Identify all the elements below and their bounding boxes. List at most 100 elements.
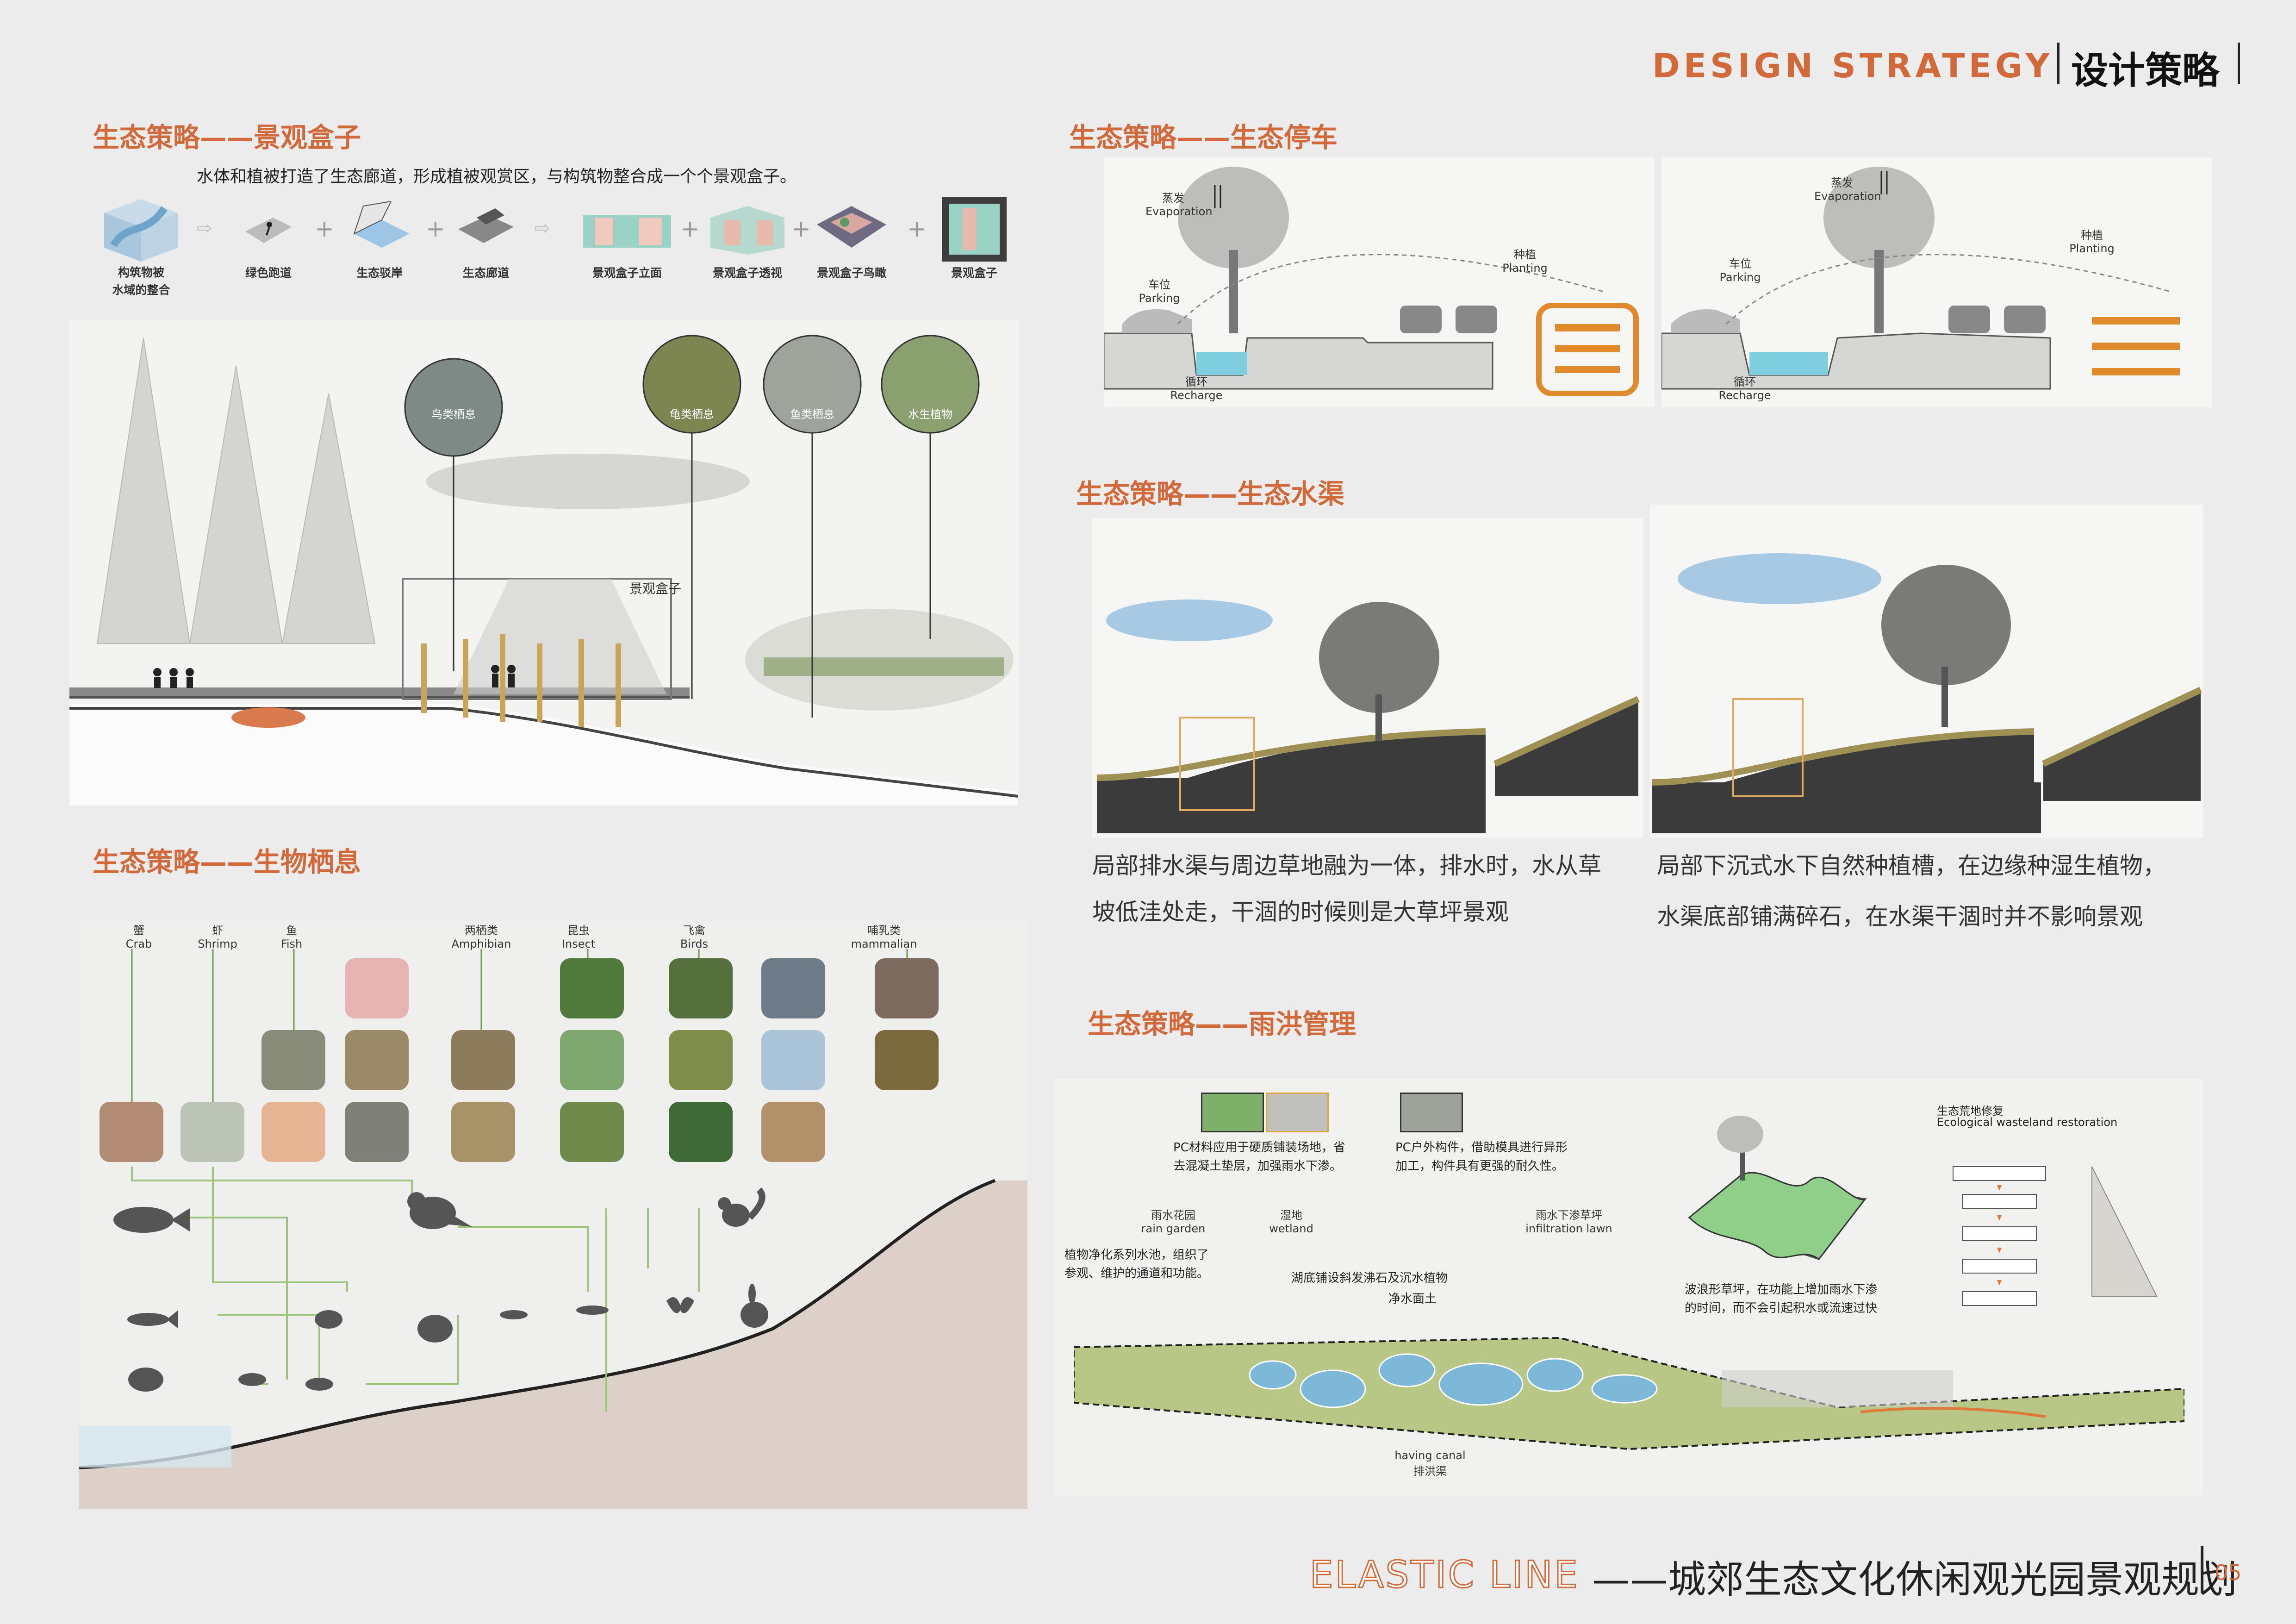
step-label-7: 景观盒子鸟瞰 [816, 266, 886, 280]
photo-fish-1 [261, 1030, 325, 1090]
pc-outdoor-text-2: 加工，构件具有更强的耐久性。 [1395, 1159, 1564, 1173]
circle-label-bird: 鸟类栖息 [431, 408, 476, 421]
step-label-3: 生态驳岸 [356, 266, 403, 280]
arrow-icon: ⇨ [197, 218, 212, 239]
footer-subtitle: ——城郊生态文化休闲观光园景观规划 [1592, 1558, 2238, 1602]
footer-page-number: 05 [2215, 1560, 2242, 1585]
parking-right-svg [1661, 167, 2180, 390]
photo-fish-red [345, 958, 409, 1018]
photo-insect-butterfly [560, 1030, 624, 1090]
photo-amphibian-toad [451, 1030, 515, 1090]
box-aerial-icon [817, 206, 886, 248]
eco-restore-cn: 生态荒地修复 [1937, 1105, 2004, 1118]
wave-lawn-text-2: 的时间，而不会引起积水或流速过快 [1685, 1301, 1878, 1315]
photo-insect-dragonfly [560, 958, 624, 1018]
pc-material-tile-1 [1201, 1093, 1264, 1132]
photo-bird-egret [761, 1102, 825, 1162]
header-divider-left [2057, 43, 2060, 84]
photo-bird-blackbird [669, 1030, 733, 1090]
eco-restore-en: Ecological wasteland restoration [1937, 1116, 2118, 1129]
header-divider-right [2238, 43, 2240, 84]
pc-outdoor-text-1: PC户外构件，借助模具进行异形 [1395, 1141, 1568, 1155]
plus-icon: + [680, 215, 700, 242]
photo-mammal-otter [875, 958, 939, 1018]
canal-section-right [1650, 505, 2203, 838]
eco-revetment-icon [353, 201, 410, 248]
arrow-icon: ⇨ [535, 218, 550, 239]
step-label-1: 构筑物被 水域的整合 [112, 266, 170, 297]
stormwater-title: 生态策略——雨洪管理 [1088, 1008, 1356, 1040]
step-label-6: 景观盒子透视 [712, 266, 782, 280]
photo-insect-fly [560, 1102, 624, 1162]
plus-icon: + [426, 215, 445, 242]
stormwater-plan-svg [1074, 1337, 2184, 1450]
landscape-box-section-label: 景观盒子 [629, 581, 682, 596]
plus-icon: + [907, 215, 927, 242]
photo-bird-kingfisher [669, 958, 733, 1018]
plus-icon: + [315, 215, 334, 242]
box-perspective-icon [710, 206, 784, 255]
photo-fish-2 [345, 1030, 409, 1090]
parking-title: 生态策略——生态停车 [1069, 122, 1338, 153]
canal-left-desc-line1: 局部排水渠与周边草地融为一体，排水时，水从草 [1092, 852, 1601, 879]
landscape-box-intro: 水体和植被打造了生态廊道，形成植被观赏区，与构筑物整合成一个个景观盒子。 [197, 167, 797, 186]
purify-soil-text: 净水面土 [1388, 1292, 1437, 1306]
landscape-section-drawing: 鸟类栖息 龟类栖息 鱼类栖息 水生植物 景观盒子 [69, 319, 1018, 806]
plant-purify-text-1: 植物净化系列水池，组织了 [1064, 1248, 1209, 1262]
photo-fish-3 [345, 1102, 409, 1162]
canal-title: 生态策略——生态水渠 [1076, 478, 1345, 510]
lake-bottom-text: 湖底铺设斜发沸石及沉水植物 [1291, 1271, 1448, 1285]
photo-flatfish [261, 1102, 325, 1162]
plus-icon: + [791, 215, 811, 242]
process-steps-row: 构筑物被 水域的整合 ⇨ 绿色跑道 + 生态驳岸 + 生态廊道 ⇨ 景观盒子立面… [93, 194, 1014, 301]
photo-bird-heron [761, 1030, 825, 1090]
pc-material-tile-2 [1266, 1093, 1329, 1132]
footer-elastic-line: ELASTIC LINE [1309, 1553, 1580, 1597]
wave-lawn-svg [1687, 1116, 1867, 1261]
photo-mammal-rabbit [875, 1030, 939, 1090]
circle-label-fish: 鱼类栖息 [790, 408, 834, 421]
step-label-5: 景观盒子立面 [592, 266, 662, 280]
pc-material-text-2: 去混凝土垫层，加强雨水下渗。 [1173, 1159, 1342, 1173]
step-label-4: 生态廊道 [462, 266, 509, 280]
canal-right-svg [1652, 553, 2202, 833]
photo-crab [100, 1102, 163, 1162]
photo-amphibian-frog [451, 1102, 515, 1162]
header-cn-title: 设计策略 [2071, 49, 2219, 92]
parking-left-svg [1104, 167, 1639, 396]
canal-section-left [1092, 518, 1643, 838]
canal-left-desc-line2: 坡低洼处走，干涸的时候则是大草坪景观 [1092, 899, 1509, 925]
canal-right-desc-line2: 水渠底部铺满碎石，在水渠干涸时并不影响景观 [1657, 903, 2143, 930]
step-label-2: 绿色跑道 [245, 266, 292, 280]
canal-right-desc-line1: 局部下沉式水下自然种植槽，在边缘种湿生植物， [1657, 852, 2166, 879]
wave-lawn-text-1: 波浪形草坪，在功能上增加雨水下渗 [1685, 1283, 1878, 1297]
section-svg [69, 335, 1018, 806]
canal-left-svg [1096, 600, 1640, 833]
photo-shrimp [180, 1102, 244, 1162]
eco-restore-flow-svg [1953, 1166, 2158, 1306]
food-web-svg [79, 949, 1027, 1509]
habitat-title: 生态策略——生物栖息 [93, 846, 361, 878]
green-runway-icon [245, 218, 292, 243]
box-elevation-icon [583, 215, 671, 248]
